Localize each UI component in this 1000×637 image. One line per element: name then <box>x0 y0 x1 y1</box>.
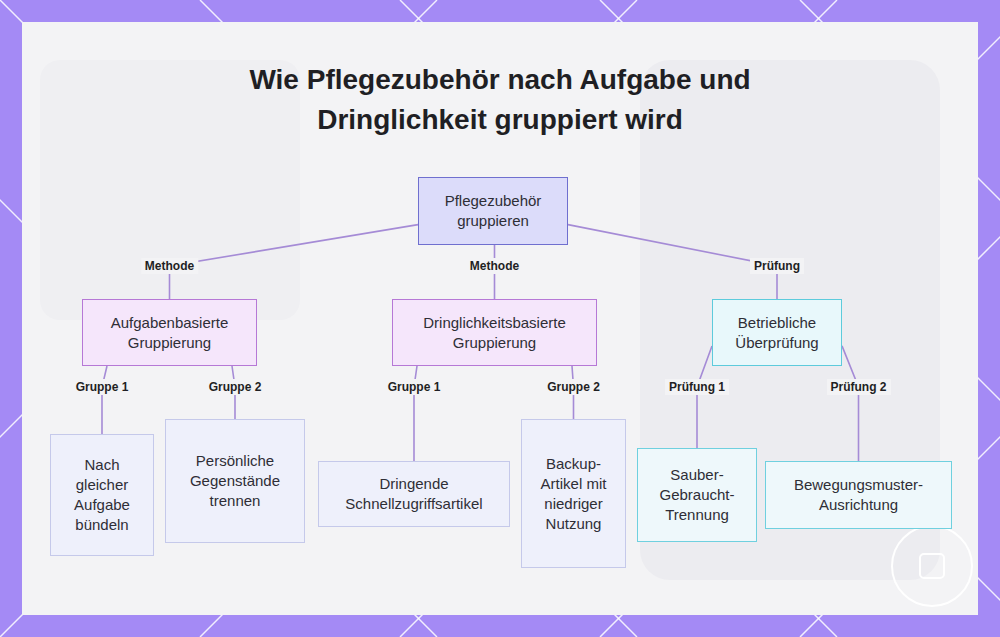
group-box: Backup-Artikel mit niedriger Nutzung <box>521 419 626 568</box>
edge-label: Prüfung <box>750 258 804 274</box>
node-label: Bewegungsmuster-Ausrichtung <box>774 475 943 515</box>
method-box: Dringlichkeitsbasierte Gruppierung <box>392 299 597 366</box>
logo-mark <box>920 554 944 578</box>
node-label: Sauber-Gebraucht-Trennung <box>646 465 748 525</box>
node-label: Backup-Artikel mit niedriger Nutzung <box>530 454 617 534</box>
edge-label: Gruppe 2 <box>543 379 604 395</box>
group-box: Nach gleicher Aufgabe bündeln <box>50 434 154 556</box>
edge-label: Methode <box>466 258 523 274</box>
edge-label: Gruppe 1 <box>384 379 445 395</box>
node-content: Bewegungsmuster-Ausrichtung <box>766 469 951 521</box>
edge-label: Prüfung 1 <box>665 379 729 395</box>
connector <box>102 366 107 434</box>
node-label: Persönliche Gegenstände trennen <box>174 451 296 511</box>
group-box: Persönliche Gegenstände trennen <box>165 419 305 543</box>
check-item-box: Bewegungsmuster-Ausrichtung <box>765 461 952 529</box>
node-content: Dringlichkeitsbasierte Gruppierung <box>393 307 596 359</box>
node-label: Dringende Schnellzugriffsartikel <box>327 474 501 514</box>
connector <box>697 346 712 448</box>
node-label: Dringlichkeitsbasierte Gruppierung <box>401 313 588 353</box>
check-box: Betriebliche Überprüfung <box>712 299 842 366</box>
edge-label: Gruppe 2 <box>205 379 266 395</box>
group-box: Dringende Schnellzugriffsartikel <box>318 461 510 527</box>
node-content: Backup-Artikel mit niedriger Nutzung <box>522 448 625 540</box>
panel <box>22 22 978 615</box>
root-box: Pflegezubehör gruppieren <box>418 177 568 245</box>
connector <box>842 346 859 461</box>
node-content: Aufgabenbasierte Gruppierung <box>83 307 256 359</box>
check-item-box: Sauber-Gebraucht-Trennung <box>637 448 757 542</box>
node-content: Sauber-Gebraucht-Trennung <box>638 459 756 531</box>
node-label: Betriebliche Überprüfung <box>721 313 833 353</box>
node-label: Aufgabenbasierte Gruppierung <box>91 313 248 353</box>
edge-label: Gruppe 1 <box>72 379 133 395</box>
connector <box>568 225 777 299</box>
method-box: Aufgabenbasierte Gruppierung <box>82 299 257 366</box>
logo-mark <box>892 526 972 606</box>
node-label: Nach gleicher Aufgabe bündeln <box>59 455 145 535</box>
node-content: Nach gleicher Aufgabe bündeln <box>51 449 153 541</box>
node-content: Dringende Schnellzugriffsartikel <box>319 468 509 520</box>
node-label: Pflegezubehör gruppieren <box>427 191 559 231</box>
edge-label: Methode <box>141 258 198 274</box>
edge-label: Prüfung 2 <box>827 379 891 395</box>
diagram-title: Wie Pflegezubehör nach Aufgabe und Dring… <box>190 60 810 140</box>
node-content: Persönliche Gegenstände trennen <box>166 445 304 517</box>
node-content: Pflegezubehör gruppieren <box>419 185 567 237</box>
node-content: Betriebliche Überprüfung <box>713 307 841 359</box>
connector <box>170 225 419 299</box>
